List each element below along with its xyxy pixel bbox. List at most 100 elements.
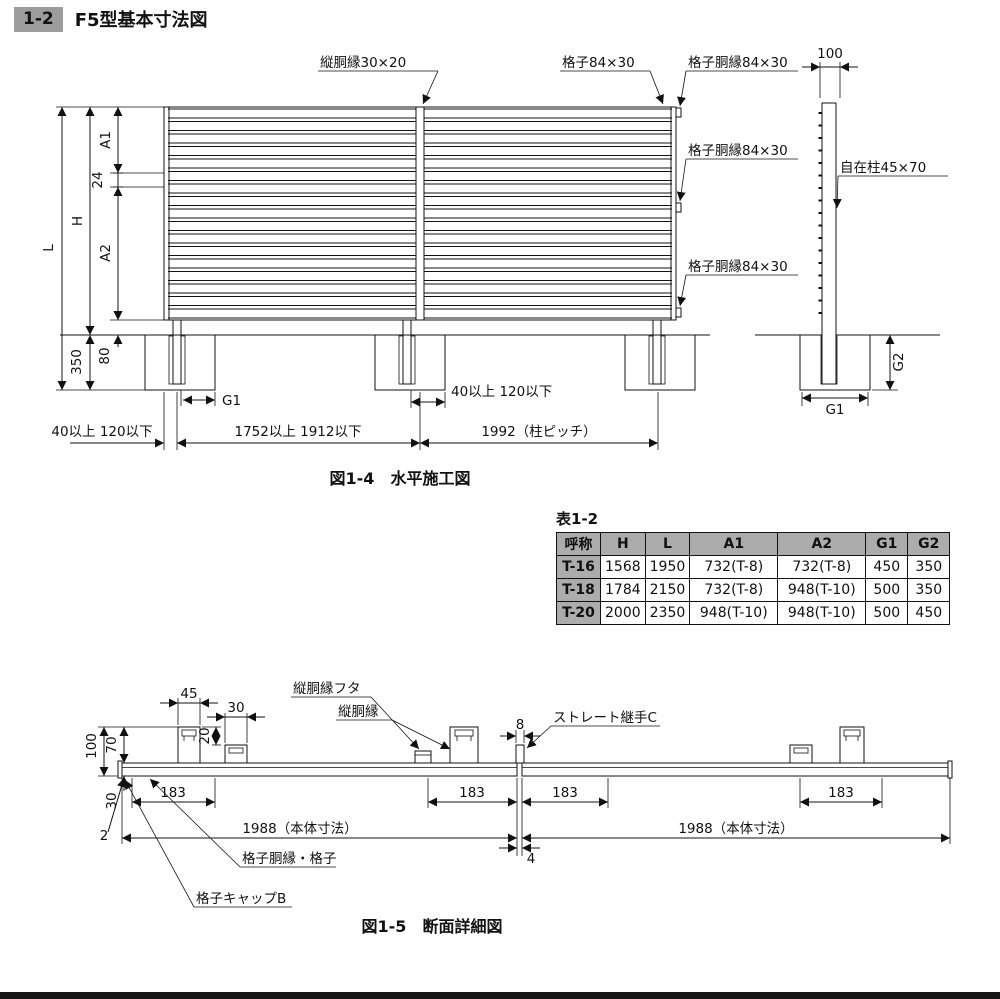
furring-tall-3 — [839, 726, 865, 764]
label-koshi-dobuchi-3: 格子胴縁84×30 — [688, 259, 788, 275]
cell: 2350 — [644, 601, 691, 625]
dim-label-183-3: 183 — [552, 785, 578, 801]
concrete-footings — [144, 334, 871, 391]
dim-label-350: 350 — [69, 349, 85, 375]
cell: 450 — [907, 601, 951, 625]
cell: 350 — [907, 555, 951, 579]
dim-label-24: 24 — [90, 171, 106, 188]
furring-cap-piece — [414, 750, 432, 764]
post-3 — [652, 317, 662, 385]
dim-label-1988-2: 1988（本体寸法） — [678, 821, 793, 837]
dim-label-G2: G2 — [891, 352, 907, 371]
furring-small-2 — [789, 744, 813, 764]
cell: 948(T-10) — [777, 601, 867, 625]
panel-bar-left — [121, 762, 518, 777]
col-header: G1 — [865, 532, 909, 556]
label-straight-joint: ストレート継手C — [553, 710, 657, 726]
label-koshi: 格子84×30 — [562, 55, 635, 71]
col-header: A1 — [689, 532, 779, 556]
table-title: 表1-2 — [556, 510, 599, 528]
label-koshi-cap-b: 格子キャップB — [196, 891, 286, 907]
dim-label-70: 70 — [104, 736, 120, 753]
table-header-row: 呼称 H L A1 A2 G1 G2 — [556, 532, 951, 556]
dim-label-45: 45 — [180, 686, 197, 702]
label-tate-dobuchi-futa: 縦胴縁フタ — [293, 681, 361, 697]
dim-label-1992-pitch: 1992（柱ピッチ） — [481, 424, 596, 440]
dim-label-L: L — [41, 244, 57, 252]
col-header: 呼称 — [556, 532, 601, 556]
label-tate-dobuchi: 縦胴縁 — [338, 704, 379, 720]
dim-label-2: 2 — [100, 828, 109, 844]
rail-tab-bottom — [675, 307, 682, 318]
dim-label-1752-1912: 1752以上 1912以下 — [234, 424, 361, 440]
figure-horizontal-construction: 縦胴縁30×20 格子84×30 格子胴縁84×30 格子胴縁84×30 格子胴… — [41, 46, 948, 488]
dim-label-80: 80 — [97, 347, 113, 364]
dim-label-A2: A2 — [98, 244, 114, 262]
row-header: T-18 — [556, 578, 601, 602]
bottom-border-bar — [0, 992, 1000, 999]
dim-label-30-width: 30 — [227, 700, 244, 716]
cell: 500 — [865, 578, 909, 602]
dim-label-8: 8 — [516, 717, 525, 733]
dim-label-G1-left: G1 — [222, 393, 241, 409]
panel-section-bars — [117, 744, 953, 779]
cell: 500 — [865, 601, 909, 625]
dim-label-20: 20 — [197, 727, 213, 744]
cell: 1784 — [600, 578, 646, 602]
page-title: F5型基本寸法図 — [74, 10, 208, 31]
row-header: T-16 — [556, 555, 601, 579]
furring-tall-1 — [177, 726, 201, 764]
dim-label-H: H — [70, 216, 86, 226]
end-cap-right — [947, 760, 953, 779]
label-koshi-dobuchi-koshi: 格子胴縁・格子 — [242, 851, 337, 867]
post-1 — [172, 317, 182, 385]
dimension-table-block: 表1-2 呼称 H L A1 A2 G1 G2 T-16 1568 1950 7… — [556, 508, 951, 625]
label-koshi-dobuchi-2: 格子胴縁84×30 — [688, 143, 788, 159]
label-koshi-dobuchi-1: 格子胴縁84×30 — [688, 55, 788, 71]
row-header: T-20 — [556, 601, 601, 625]
furring-tall-2 — [449, 726, 479, 764]
dim-label-183-1: 183 — [160, 785, 186, 801]
furring-small-1 — [224, 744, 248, 764]
dim-label-30-height: 30 — [104, 792, 120, 809]
leader-lines — [318, 70, 948, 307]
post-2 — [402, 317, 412, 385]
panel-bar-right — [521, 762, 951, 777]
dim-label-G1-right: G1 — [825, 402, 844, 418]
leader-lines — [124, 696, 660, 908]
rail-tab-middle — [675, 202, 682, 213]
cell: 2000 — [600, 601, 646, 625]
fig2-caption: 図1-5 断面詳細図 — [362, 917, 503, 936]
dim-label-100: 100 — [817, 46, 843, 62]
cell: 2150 — [644, 578, 691, 602]
dim-label-100: 100 — [84, 733, 100, 759]
fence-panel — [163, 106, 682, 321]
figure-section-detail: 45 30 20 70 100 30 2 8 4 183 183 183 183… — [84, 681, 953, 936]
table-row: T-20 2000 2350 948(T-10) 948(T-10) 500 4… — [556, 601, 951, 625]
straight-joint-piece — [515, 744, 525, 764]
label-tate-dobuchi: 縦胴縁30×20 — [320, 55, 406, 71]
cell: 1950 — [644, 555, 691, 579]
dim-label-183-2: 183 — [459, 785, 485, 801]
fig1-caption: 図1-4 水平施工図 — [330, 469, 471, 488]
col-header: A2 — [777, 532, 867, 556]
dim-label-4: 4 — [527, 851, 536, 867]
posts — [168, 317, 838, 385]
dim-label-40-120-bottom: 40以上 120以下 — [51, 424, 152, 440]
cell: 450 — [865, 555, 909, 579]
cell: 948(T-10) — [777, 578, 867, 602]
cell: 732(T-8) — [689, 578, 779, 602]
section-badge: 1-2 — [14, 6, 63, 32]
vertical-furring-profiles — [177, 726, 865, 764]
cell: 1568 — [600, 555, 646, 579]
extension-lines — [98, 698, 951, 856]
col-header: G2 — [907, 532, 951, 556]
rail-tab-top — [675, 107, 682, 118]
dimension-lines — [57, 62, 895, 448]
end-cap-left — [117, 760, 123, 779]
dim-label-183-4: 183 — [828, 785, 854, 801]
cell: 948(T-10) — [689, 601, 779, 625]
cell: 350 — [907, 578, 951, 602]
dim-label-1988-1: 1988（本体寸法） — [242, 821, 357, 837]
